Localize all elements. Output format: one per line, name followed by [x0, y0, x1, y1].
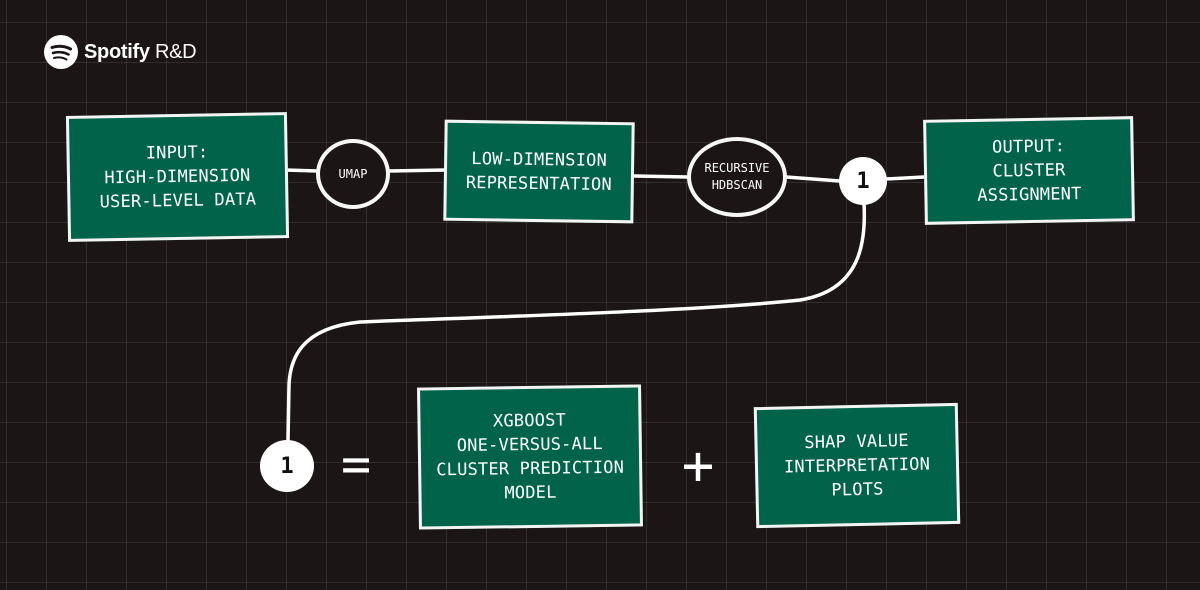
input-box: Input: High-dimension user-level data [65, 112, 290, 242]
shap-box-label: SHAP value interpretation plots [783, 430, 931, 501]
hdbscan-step-label: Recursive HDBSCAN [704, 161, 770, 192]
spotify-logo: Spotify R&D [44, 34, 197, 70]
link-marker-output [884, 175, 926, 181]
shap-box: SHAP value interpretation plots [753, 402, 961, 529]
input-box-label: Input: High-dimension user-level data [99, 142, 257, 213]
link-hdbscan-marker [784, 175, 842, 183]
output-box: Output: Cluster assignment [923, 116, 1135, 225]
low-dimension-box-label: Low-dimension representation [465, 148, 613, 195]
link-marker-curve [286, 201, 867, 442]
hdbscan-step: Recursive HDBSCAN [687, 137, 787, 217]
brand-wordmark: Spotify R&D [84, 40, 197, 64]
link-umap-lowdim [387, 168, 448, 173]
brand-suffix: R&D [154, 40, 197, 63]
spotify-logo-icon [44, 35, 78, 69]
brand-name: Spotify [84, 40, 150, 63]
output-box-label: Output: Cluster assignment [977, 135, 1082, 206]
low-dimension-box: Low-dimension representation [443, 119, 635, 224]
marker-top: 1 [839, 157, 887, 205]
umap-step-label: UMAP [338, 166, 368, 181]
plus-sign: + [670, 434, 726, 497]
xgboost-box-label: XGBoost one-versus-all cluster predictio… [436, 410, 625, 504]
umap-step: UMAP [316, 139, 390, 209]
link-input-umap [283, 168, 320, 173]
marker-bottom-label: 1 [280, 453, 294, 479]
plus-sign-label: + [681, 433, 715, 497]
link-lowdim-hdbscan [632, 174, 689, 179]
xgboost-box: XGBoost one-versus-all cluster predictio… [417, 384, 643, 530]
marker-top-label: 1 [856, 168, 870, 194]
equals-sign-label: = [340, 435, 372, 493]
equals-sign: = [330, 435, 382, 493]
marker-bottom: 1 [260, 440, 314, 492]
